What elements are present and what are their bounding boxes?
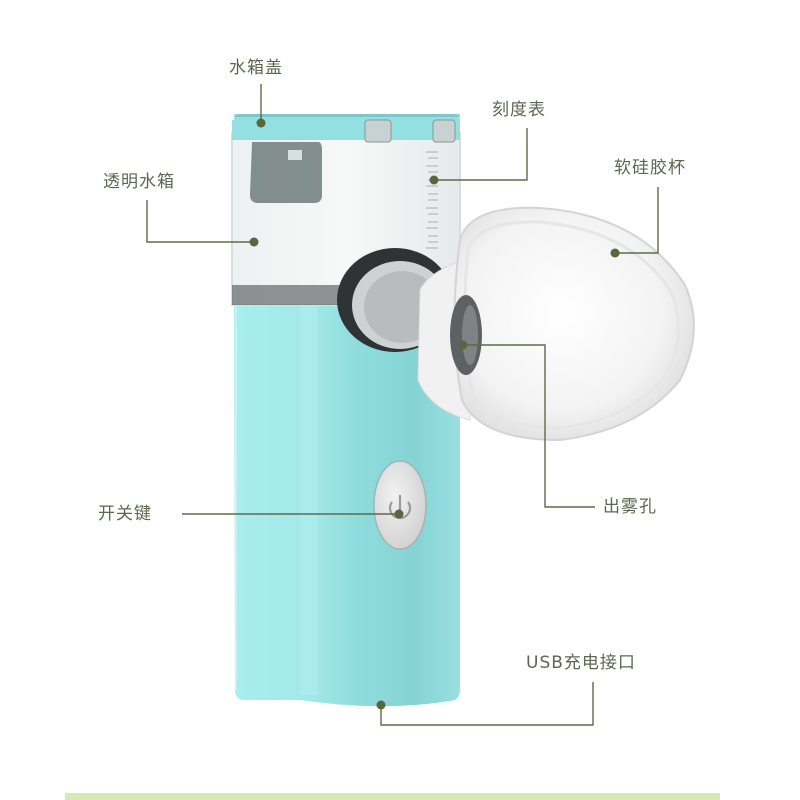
label-scale: 刻度表 — [492, 100, 546, 120]
label-mist-outlet: 出雾孔 — [603, 497, 657, 517]
callout-line-outlet — [463, 344, 595, 508]
callout-line-cup — [615, 187, 659, 254]
callout-dot-cup — [610, 248, 620, 258]
callout-dot-outlet — [458, 340, 468, 350]
label-usb-port: USB充电接口 — [526, 653, 636, 673]
label-transparent-tank: 透明水箱 — [103, 172, 175, 192]
callout-dot-tank — [249, 237, 259, 247]
callout-lines — [146, 84, 659, 726]
callout-dot-usb — [376, 700, 386, 710]
scale-ticks — [426, 151, 438, 249]
callout-line-scale — [434, 128, 528, 181]
callout-line-tank — [146, 200, 254, 243]
bottom-divider-bar — [65, 793, 720, 800]
label-tank-lid: 水箱盖 — [229, 58, 283, 78]
label-power-button: 开关键 — [98, 504, 152, 524]
callout-dots — [249, 118, 620, 710]
callout-line-usb — [380, 682, 594, 726]
callout-dot-lid — [256, 118, 266, 128]
label-silicone-cup: 软硅胶杯 — [614, 158, 686, 178]
power-button[interactable] — [373, 460, 427, 550]
tank-lid — [232, 114, 460, 143]
callout-dot-power — [394, 509, 404, 519]
device-body — [234, 296, 460, 707]
callout-dot-scale — [429, 175, 439, 185]
silicone-cup — [417, 206, 695, 442]
